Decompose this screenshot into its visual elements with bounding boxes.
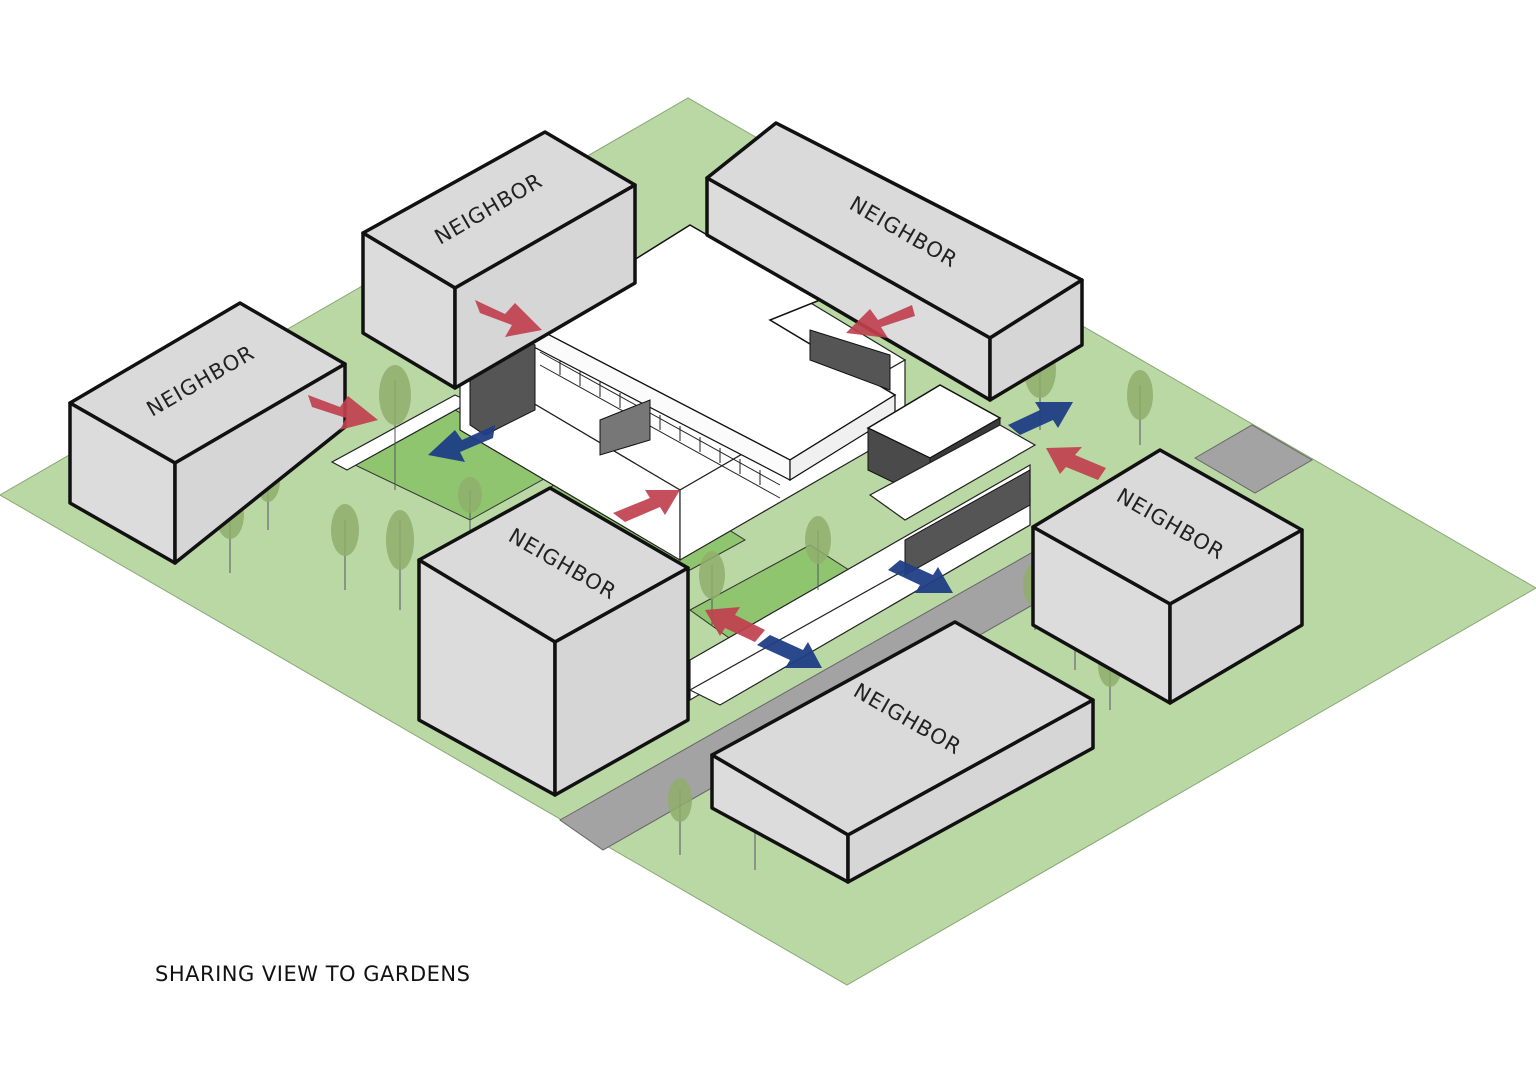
arrow-out bbox=[888, 560, 953, 593]
arrow-in bbox=[308, 395, 378, 430]
view-arrows-out bbox=[428, 402, 1073, 668]
tree bbox=[386, 510, 414, 610]
road-right bbox=[1194, 424, 1313, 494]
arrow-in bbox=[475, 300, 542, 337]
carport-canopy bbox=[868, 424, 1037, 521]
tree bbox=[1127, 370, 1153, 445]
neighbor-right bbox=[1031, 448, 1304, 705]
tree bbox=[331, 504, 359, 590]
neighbor-center bbox=[417, 486, 690, 797]
arrow-in bbox=[846, 305, 915, 338]
arrow-in bbox=[705, 607, 765, 642]
view-arrows-in bbox=[308, 300, 1106, 642]
tree bbox=[668, 778, 692, 855]
dark-screen-rear bbox=[809, 329, 891, 391]
neighbor-top-left bbox=[361, 130, 637, 390]
arrow-out bbox=[1008, 402, 1073, 435]
arrow-out bbox=[428, 425, 495, 462]
arrow-in bbox=[613, 490, 680, 522]
neighbor-top-right bbox=[705, 121, 1084, 402]
tree bbox=[805, 516, 831, 590]
neighbor-left bbox=[68, 301, 347, 565]
dark-screen-center bbox=[599, 399, 651, 456]
facade-windows bbox=[539, 351, 781, 499]
tree bbox=[458, 477, 482, 530]
arrow-in bbox=[1046, 447, 1106, 480]
tree bbox=[379, 365, 411, 490]
neighbor-bottom bbox=[710, 620, 1095, 884]
diagram-caption: SHARING VIEW TO GARDENS bbox=[155, 962, 471, 986]
arrow-out bbox=[757, 635, 822, 668]
